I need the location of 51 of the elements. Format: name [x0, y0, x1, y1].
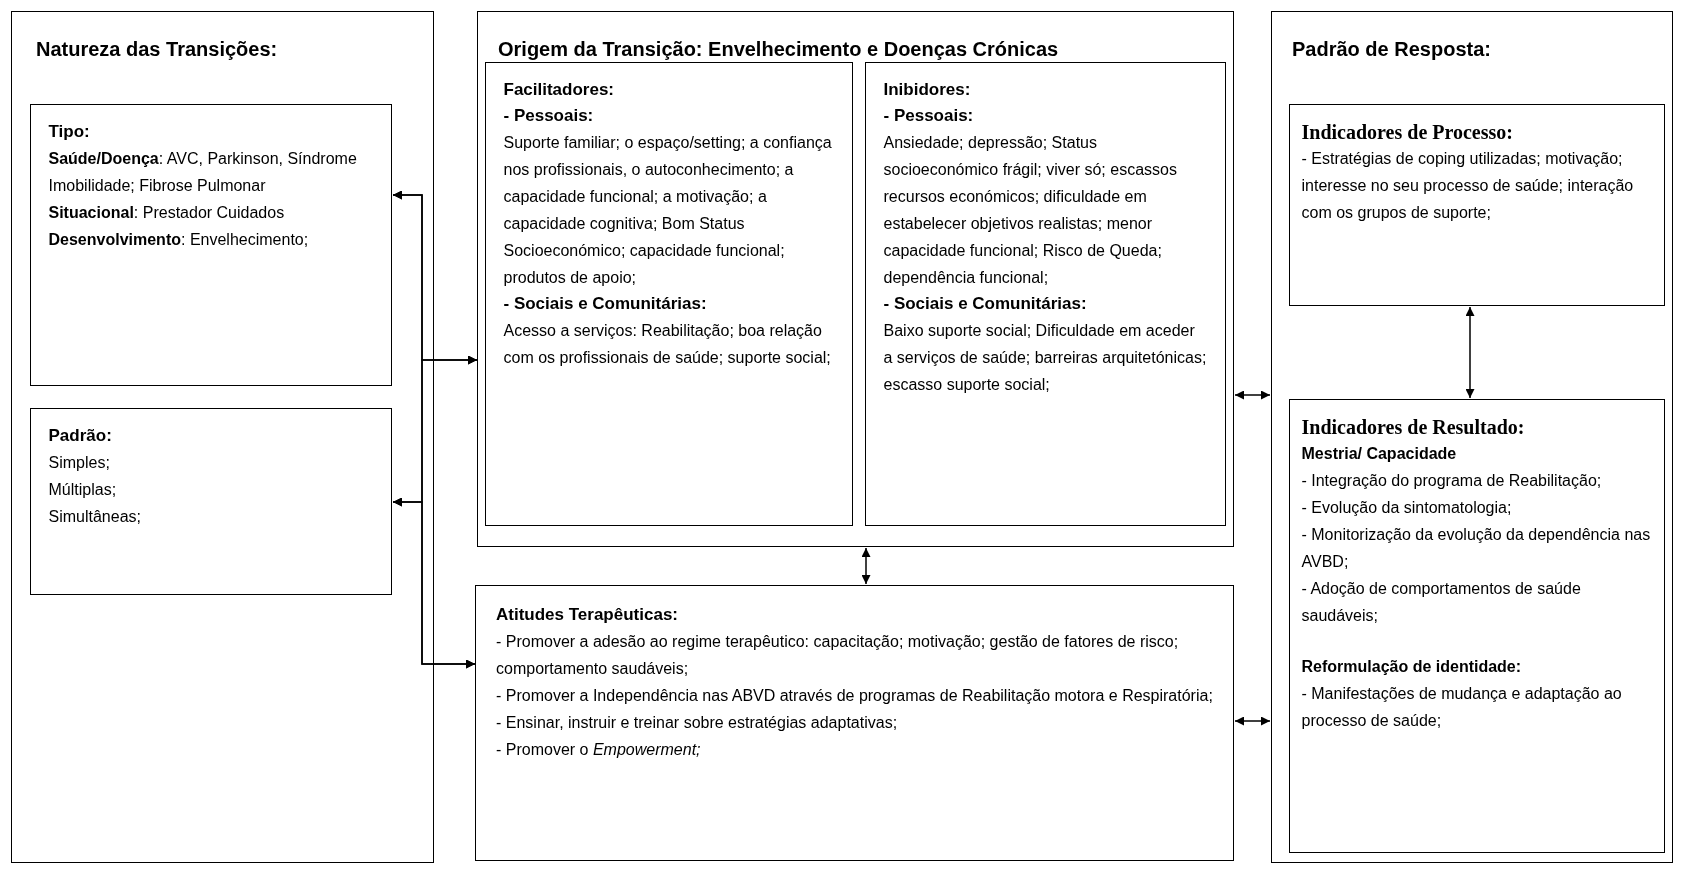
body-text: Suporte familiar; o espaço/setting; a confiança nos profissionais, o autoconhecimento; a capacidade funcional; a motivação; a capacidade cognitiva; Bom Status Socioeconómico; capacidade funcional; produtos de apoio; — [503, 132, 833, 288]
body-text: Baixo suporte social; Dificuldade em aceder a serviços de saúde; barreiras arquitetónicas; escasso suporte social; — [883, 320, 1207, 395]
panel — [477, 11, 1234, 547]
arrow — [392, 497, 476, 669]
body-text: - Promover a adesão ao regime terapêutico: capacitação; motivação; gestão de fatores de risco; comportamento saudáveis; — [496, 632, 1180, 679]
body-text: - Adoção de comportamentos de saúde saudáveis; — [1301, 578, 1582, 626]
panel — [475, 585, 1234, 861]
heading: Origem da Transição: Envelhecimento e Doenças Crónicas — [498, 37, 1060, 62]
arrow — [1234, 716, 1271, 726]
body-text: Acesso a serviços: Reabilitação; boa relação com os profissionais de saúde; suporte social; — [503, 320, 832, 368]
panel — [11, 11, 434, 863]
body-text: Situacional: Prestador Cuidados — [48, 202, 286, 223]
body-text: - Monitorização da evolução da dependência nas AVBD; — [1301, 524, 1652, 572]
heading: Indicadores de Resultado: — [1301, 414, 1526, 440]
body-text: - Manifestações de mudança e adaptação ao processo de saúde; — [1301, 683, 1623, 731]
panel — [484, 61, 853, 526]
panel — [1288, 103, 1665, 306]
body-text: - Promover o Empowerment; — [496, 740, 702, 760]
heading: Indicadores de Processo: — [1301, 119, 1514, 145]
heading: Atitudes Terapêuticas: — [496, 604, 679, 626]
body-text: Simples; — [48, 452, 111, 473]
panel — [1288, 398, 1665, 853]
heading: Padrão: — [48, 424, 113, 447]
body-text: - Ensinar, instruir e treinar sobre estratégias adaptativas; — [496, 713, 899, 733]
body-text: Ansiedade; depressão; Status socioeconómico frágil; viver só; escassos recursos económicos; dificuldade em estabelecer objetivos realistas; menor capacidade funcional; Risco de Queda; dependência funcional; — [883, 132, 1178, 288]
heading: - Pessoais: — [883, 104, 975, 127]
body-text: - Integração do programa de Reabilitação; — [1301, 470, 1603, 491]
arrow — [1465, 306, 1475, 399]
body-text: Simultâneas; — [48, 506, 142, 527]
heading: - Sociais e Comunitárias: — [883, 292, 1088, 315]
arrow — [1234, 390, 1271, 400]
body-text: Múltiplas; — [48, 479, 118, 500]
heading: Facilitadores: — [503, 78, 616, 101]
body-text: - Estratégias de coping utilizadas; motivação; interesse no seu processo de saúde; interação com os grupos de suporte; — [1301, 148, 1635, 223]
heading: Reformulação de identidade: — [1301, 656, 1523, 677]
heading: Natureza das Transições: — [36, 37, 279, 62]
panel — [29, 407, 392, 595]
heading: Padrão de Resposta: — [1292, 37, 1492, 62]
heading: Mestria/ Capacidade — [1301, 443, 1458, 464]
panel — [29, 103, 392, 386]
heading: Inibidores: — [883, 78, 972, 101]
body-text: - Evolução da sintomatologia; — [1301, 497, 1513, 518]
body-text: Saúde/Doença: AVC, Parkinson, Síndrome Imobilidade; Fibrose Pulmonar — [48, 148, 358, 196]
heading: - Pessoais: — [503, 104, 595, 127]
arrow — [861, 547, 871, 585]
heading: Tipo: — [48, 120, 91, 143]
panel — [864, 61, 1226, 526]
panel — [1271, 11, 1673, 863]
heading: - Sociais e Comunitárias: — [503, 292, 708, 315]
body-text: Desenvolvimento: Envelhecimento; — [48, 229, 310, 250]
body-text: - Promover a Independência nas ABVD através de programas de Reabilitação motora e Respiratória; — [496, 686, 1213, 706]
